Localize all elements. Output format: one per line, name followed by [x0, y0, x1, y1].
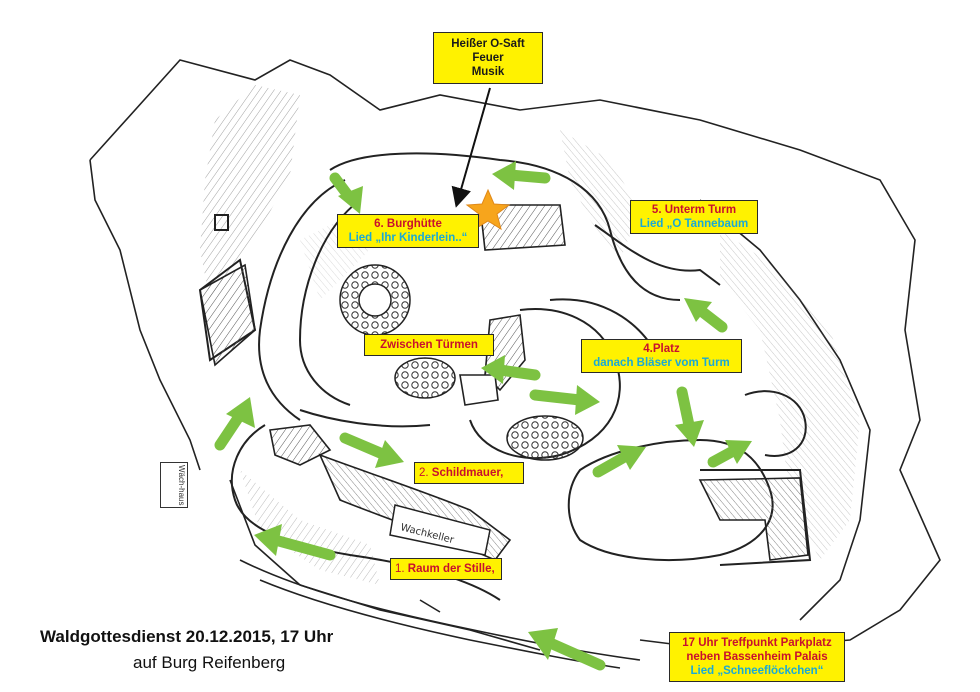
route-arrow-icon: [254, 524, 336, 561]
cellar-box: Wachkeller: [389, 504, 491, 556]
route-arrow-icon: [214, 397, 255, 451]
route-arrow-icon: [529, 385, 600, 415]
page-subtitle: auf Burg Reifenberg: [133, 653, 286, 672]
station-2-number: 2.: [419, 467, 429, 479]
route-arrow-icon: [707, 440, 752, 468]
callout-pointer-line: [451, 87, 491, 208]
station-4-subtitle: danach Bläser vom Turm: [593, 357, 730, 369]
station-1-number: 1.: [395, 563, 405, 575]
route-arrow-icon: [492, 161, 551, 190]
station-2-label: 2. Schildmauer,: [414, 462, 524, 484]
stone-towers: [339, 264, 584, 461]
station-3-label: Zwischen Türmen: [364, 334, 494, 356]
castle-walls: [198, 152, 812, 601]
route-arrows: [214, 161, 752, 671]
route-arrow-icon: [675, 386, 704, 447]
route-arrow-icon: [329, 172, 363, 214]
callout-line-2: Feuer: [472, 52, 504, 64]
station-6-title: 6. Burghütte: [374, 218, 442, 230]
station-1-label: 1. Raum der Stille,: [390, 558, 502, 580]
guardhouse-sign: Wäch-haus: [160, 462, 188, 508]
route-arrow-icon: [684, 298, 728, 333]
meeting-point-label: 17 Uhr Treffpunkt Parkplatz neben Bassen…: [669, 632, 845, 682]
meeting-line-1: 17 Uhr Treffpunkt Parkplatz: [682, 637, 832, 649]
callout-box: Heißer O-Saft Feuer Musik: [433, 32, 543, 84]
station-5-label: 5. Unterm Turm Lied „O Tannebaum: [630, 200, 758, 234]
route-arrow-icon: [592, 445, 646, 478]
station-4-title: 4.Platz: [643, 343, 680, 355]
station-1-name: Raum der Stille,: [407, 563, 495, 575]
meeting-line-2: neben Bassenheim Palais: [686, 651, 828, 663]
station-2-name: Schildmauer,: [431, 467, 504, 479]
route-arrow-icon: [481, 355, 541, 384]
wall-blocks: [199, 204, 809, 561]
route-arrow-icon: [339, 432, 404, 468]
callout-line-1: Heißer O-Saft: [451, 38, 525, 50]
station-5-song: Lied „O Tannebaum: [639, 218, 749, 230]
page-title: Waldgottesdienst 20.12.2015, 17 Uhr: [40, 627, 334, 646]
route-arrow-icon: [528, 628, 606, 671]
station-4-label: 4.Platz danach Bläser vom Turm: [581, 339, 742, 373]
callout-line-3: Musik: [471, 66, 505, 78]
station-6-label: 6. Burghütte Lied „Ihr Kinderlein..“: [337, 214, 479, 248]
star-icon: [465, 188, 511, 231]
station-5-title: 5. Unterm Turm: [651, 204, 737, 216]
meeting-song: Lied „Schneeflöckchen“: [690, 665, 824, 677]
station-6-song: Lied „Ihr Kinderlein..“: [348, 232, 468, 244]
